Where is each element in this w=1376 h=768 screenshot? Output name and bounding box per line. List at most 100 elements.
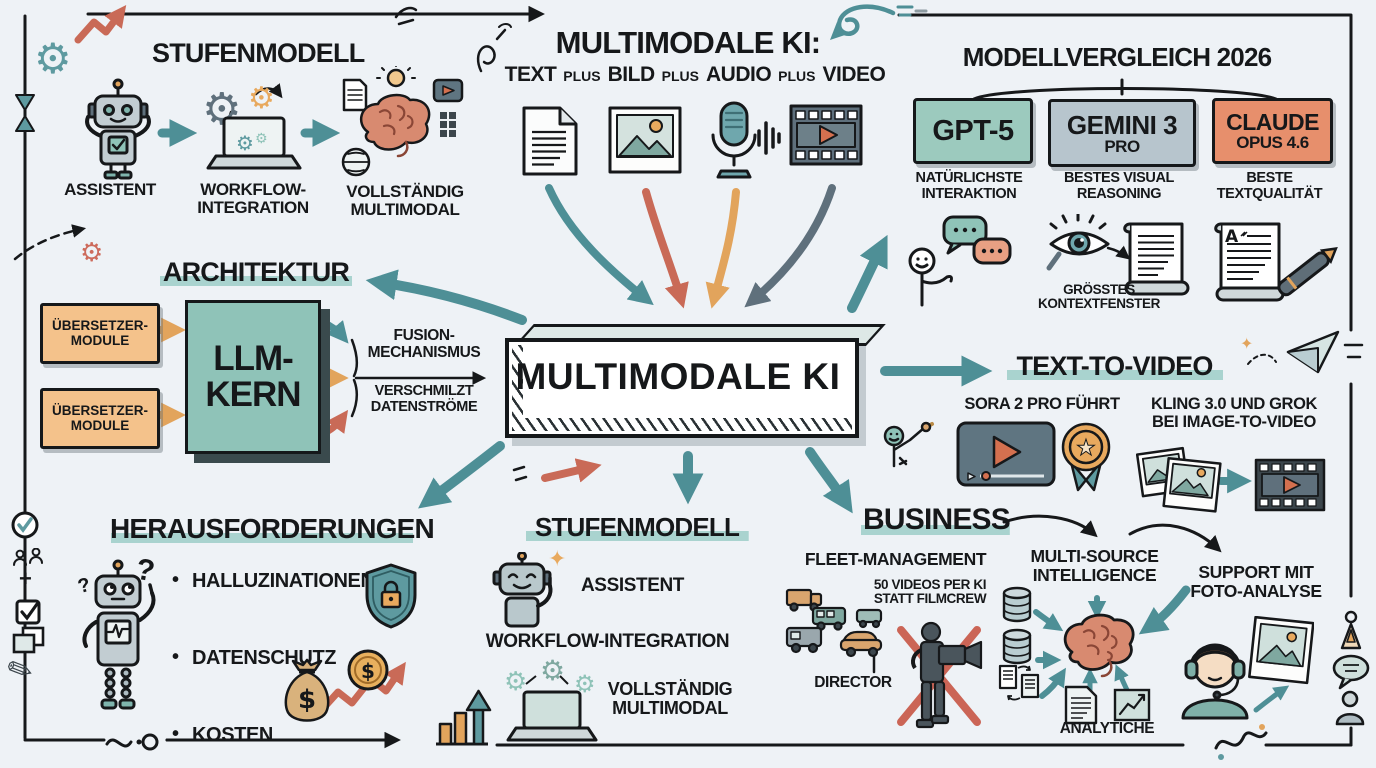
levels-step3-line1: VOLLSTÄNDIG: [607, 679, 733, 699]
analytics-label: ANALYTICHE: [1059, 720, 1155, 737]
central-hub: MULTIMODALE KI: [505, 322, 886, 440]
director-label: DIRECTOR: [814, 674, 892, 691]
film-strip-small-icon: [1254, 458, 1326, 512]
videos-note-line2: STATT FILMCREW: [873, 591, 987, 607]
claude-caption: BESTE TEXTQUALITÄT: [1202, 170, 1337, 202]
model-box-claude: CLAUDE OPUS 4.6: [1212, 98, 1333, 164]
brain-hub-icon: [1063, 613, 1135, 678]
microphone-icon: [711, 101, 781, 179]
people-doodle-icon: [13, 548, 43, 566]
subtitle-bild: BILD: [607, 63, 656, 86]
gear-icon: ⚙: [34, 34, 72, 83]
context-window-note: GRÖSSTES KONTEXTFENSTER: [1026, 282, 1172, 312]
context-note-line1: GRÖSSTES: [1063, 282, 1135, 297]
challenges-title: HERAUSFORDERUNGEN: [105, 513, 435, 545]
subtitle-plus2: PLUS: [661, 68, 699, 84]
database-icon-2: [1002, 628, 1032, 665]
gpt5-caption-line2: INTERAKTION: [921, 185, 1017, 202]
support-agent-icon: [1181, 643, 1249, 720]
module1-line1: ÜBERSETZER-: [51, 317, 148, 333]
context-note-line2: KONTEXTFENSTER: [1038, 296, 1160, 312]
person-chat-icon: [908, 215, 1012, 307]
photos-stack-icon: [1136, 446, 1222, 513]
speech-bubble-icon: [1332, 654, 1370, 690]
levels-step2: WORKFLOW-INTEGRATION: [485, 631, 730, 652]
gear-icon-red: ⚙: [80, 238, 104, 268]
hub-label: MULTIMODALE KI: [515, 356, 841, 397]
support-photo-icon: [1248, 616, 1314, 685]
support-label: SUPPORT MIT FOTO-ANALYSE: [1182, 563, 1330, 600]
model-gpt5-name: GPT-5: [932, 114, 1014, 147]
model-gemini-sub: PRO: [1104, 136, 1140, 156]
business-title: BUSINESS: [858, 503, 1013, 537]
gemini-caption-line1: BESTES VISUAL: [1063, 170, 1174, 186]
subtitle-plus: PLUS: [563, 68, 601, 84]
gemini-caption: BESTES VISUAL REASONING: [1046, 170, 1192, 202]
laptop-gears-icon: ⚙ ⚙ ⚙ ⚙: [202, 81, 302, 170]
fleet-management-label: FLEET-MANAGEMENT: [804, 549, 987, 569]
kling-line2: BEI IMAGE-TO-VIDEO: [1152, 412, 1316, 431]
gpt5-caption-line1: NATÜRLICHSTE: [915, 170, 1023, 186]
text-to-video-title: TEXT-TO-VIDEO: [1002, 351, 1227, 382]
person-icon: [1335, 690, 1365, 726]
model-claude-sub: OPUS 4.6: [1236, 133, 1309, 152]
stufenmodell-top-title: STUFENMODELL: [152, 38, 365, 68]
thrower-figure-icon: [883, 421, 934, 468]
database-icon-1: [1002, 586, 1032, 623]
levels-step3-line2: MULTIMODAL: [612, 698, 728, 719]
fusion-sub-line2: DATENSTRÖME: [370, 398, 478, 415]
challenge-item-halluzinationen: HALLUZINATIONEN: [172, 569, 1376, 593]
challenge-item-kosten: KOSTEN: [172, 723, 1376, 747]
llm-core-line2: KERN: [205, 375, 301, 414]
sparkle-icon-levels: ✦: [548, 547, 567, 572]
multi-source-label: MULTI-SOURCE INTELLIGENCE: [1022, 547, 1167, 584]
star-glyph: ★: [1076, 436, 1096, 461]
levels-step1: ASSISTENT: [580, 575, 685, 596]
kling-note: KLING 3.0 UND GROK BEI IMAGE-TO-VIDEO: [1136, 395, 1332, 431]
sparkle-icon: ✦: [1240, 334, 1254, 353]
analytics-chart-icon: [1113, 688, 1151, 722]
levels-title: STUFENMODELL: [521, 512, 753, 543]
scroll-letter: A: [1225, 227, 1239, 247]
levels-step3: VOLLSTÄNDIG MULTIMODAL: [602, 679, 738, 719]
person-pin-icon: [1340, 610, 1362, 650]
multimodal-brain-cluster-icon: [341, 66, 464, 177]
film-strip-icon: [789, 104, 863, 166]
fusion-mechanism-label: FUSION- MECHANISMUS: [354, 327, 494, 361]
gemini-caption-line2: REASONING: [1076, 185, 1162, 202]
subtitle-audio: AUDIO: [705, 63, 772, 86]
robot-levels-icon: [492, 552, 553, 628]
translator-module-box-2: ÜBERSETZER- MODULE: [40, 388, 160, 449]
gear-glyph-screen: ⚙: [236, 131, 254, 155]
gear-glyph-r: ⚙: [574, 670, 596, 698]
fusion-line2: MECHANISMUS: [367, 343, 481, 361]
fusion-sub-line1: VERSCHMILZT: [374, 383, 474, 399]
llm-core-box: LLM- KERN: [185, 300, 321, 454]
shield-lock-icon: [365, 563, 417, 629]
dollar-coin-icon: $: [347, 649, 389, 691]
analytics-doc-icon: [1064, 685, 1098, 725]
model-comparison-title: MODELLVERGLEICH 2026: [962, 42, 1272, 72]
multi-source-line1: MULTI-SOURCE: [1030, 546, 1159, 566]
gpt5-caption: NATÜRLICHSTE INTERAKTION: [903, 170, 1035, 202]
support-line2: FOTO-ANALYSE: [1190, 580, 1322, 601]
module2-line1: ÜBERSETZER-: [51, 402, 148, 418]
step-workflow-line1: WORKFLOW-: [200, 180, 306, 199]
gear-glyph-l: ⚙: [504, 667, 527, 697]
model-box-gemini: GEMINI 3 PRO: [1048, 99, 1196, 167]
step-workflow-label: WORKFLOW- INTEGRATION: [190, 180, 316, 218]
step-multimodal-line1: VOLLSTÄNDIG: [346, 182, 464, 201]
subtitle-video: VIDEO: [822, 63, 886, 86]
scroll-pen-icon: A: [1214, 222, 1338, 302]
hub-hatch-left: [512, 345, 523, 431]
model-claude-name: CLAUDE: [1226, 109, 1319, 135]
video-player-icon: [956, 421, 1056, 487]
model-box-gpt5: GPT-5: [913, 98, 1033, 164]
robot-assistant-icon: [85, 78, 151, 180]
step-workflow-line2: INTEGRATION: [197, 198, 309, 218]
gear-glyph-screen2: ⚙: [255, 131, 268, 147]
image-icon: [608, 106, 682, 174]
check-circle-icon: [11, 511, 39, 539]
module1-line2: MODULE: [70, 332, 130, 348]
